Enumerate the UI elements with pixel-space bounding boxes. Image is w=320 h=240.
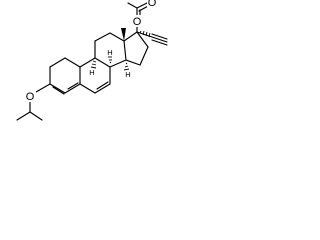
bond-c3-c4 [49, 83, 66, 94]
h9-label: H [89, 68, 94, 77]
ether-oxygen-label: O [26, 91, 35, 103]
ring-c [94, 32, 127, 68]
c17-substituents [136, 23, 168, 46]
h14-label: H [125, 70, 130, 79]
stereo-h-14 [123, 62, 130, 71]
ethynyl-triple-2 [151, 33, 168, 40]
ring-d [123, 31, 149, 66]
h8-label: H [107, 48, 112, 57]
ethynyl-triple-3 [151, 39, 168, 46]
ester-oxygen-label: O [133, 16, 142, 28]
bond-c9-c8 [94, 57, 111, 68]
stereo-h-9 [90, 60, 97, 69]
bond-c1-c2 [49, 57, 66, 68]
ethynyl-triple-1 [151, 36, 168, 43]
bond-c9-c10 [79, 57, 96, 68]
bond-c5-c6 [79, 83, 96, 94]
bond-c12-c11 [94, 32, 111, 42]
bond-c17-c16 [136, 31, 149, 48]
bond-c16-c15 [139, 46, 149, 66]
c13-methyl-wedge [121, 28, 126, 41]
isopropoxy-group [16, 83, 51, 121]
molecule-structure: O O O H H H [16, 0, 168, 121]
bond-c8-c14 [109, 59, 127, 68]
bond-c13-c12 [109, 32, 125, 42]
bond-c3-c4-double [52, 86, 65, 95]
bond-c15-c14 [125, 59, 141, 66]
bond-c6-c7 [94, 83, 111, 94]
bond-c6-c7-double [96, 81, 109, 90]
bond-c14-c13 [123, 40, 127, 61]
bond-ch-me1 [16, 111, 31, 121]
c17-hash-wedge [139, 30, 151, 38]
bond-c3-o [35, 83, 51, 93]
bond-c4-c5 [64, 83, 81, 94]
acetyl-methyl-bond [127, 2, 138, 9]
ring-b [79, 57, 111, 94]
bond-c4-c5-double [67, 82, 79, 90]
stereo-h-8 [108, 56, 112, 64]
carbonyl-oxygen-label: O [148, 0, 157, 9]
bond-c10-c1 [64, 57, 81, 68]
molecule-figure: O O O H H H [0, 0, 178, 146]
bond-c13-c17 [123, 31, 138, 42]
ring-a [49, 57, 81, 95]
bond-ch-me2 [29, 111, 43, 121]
